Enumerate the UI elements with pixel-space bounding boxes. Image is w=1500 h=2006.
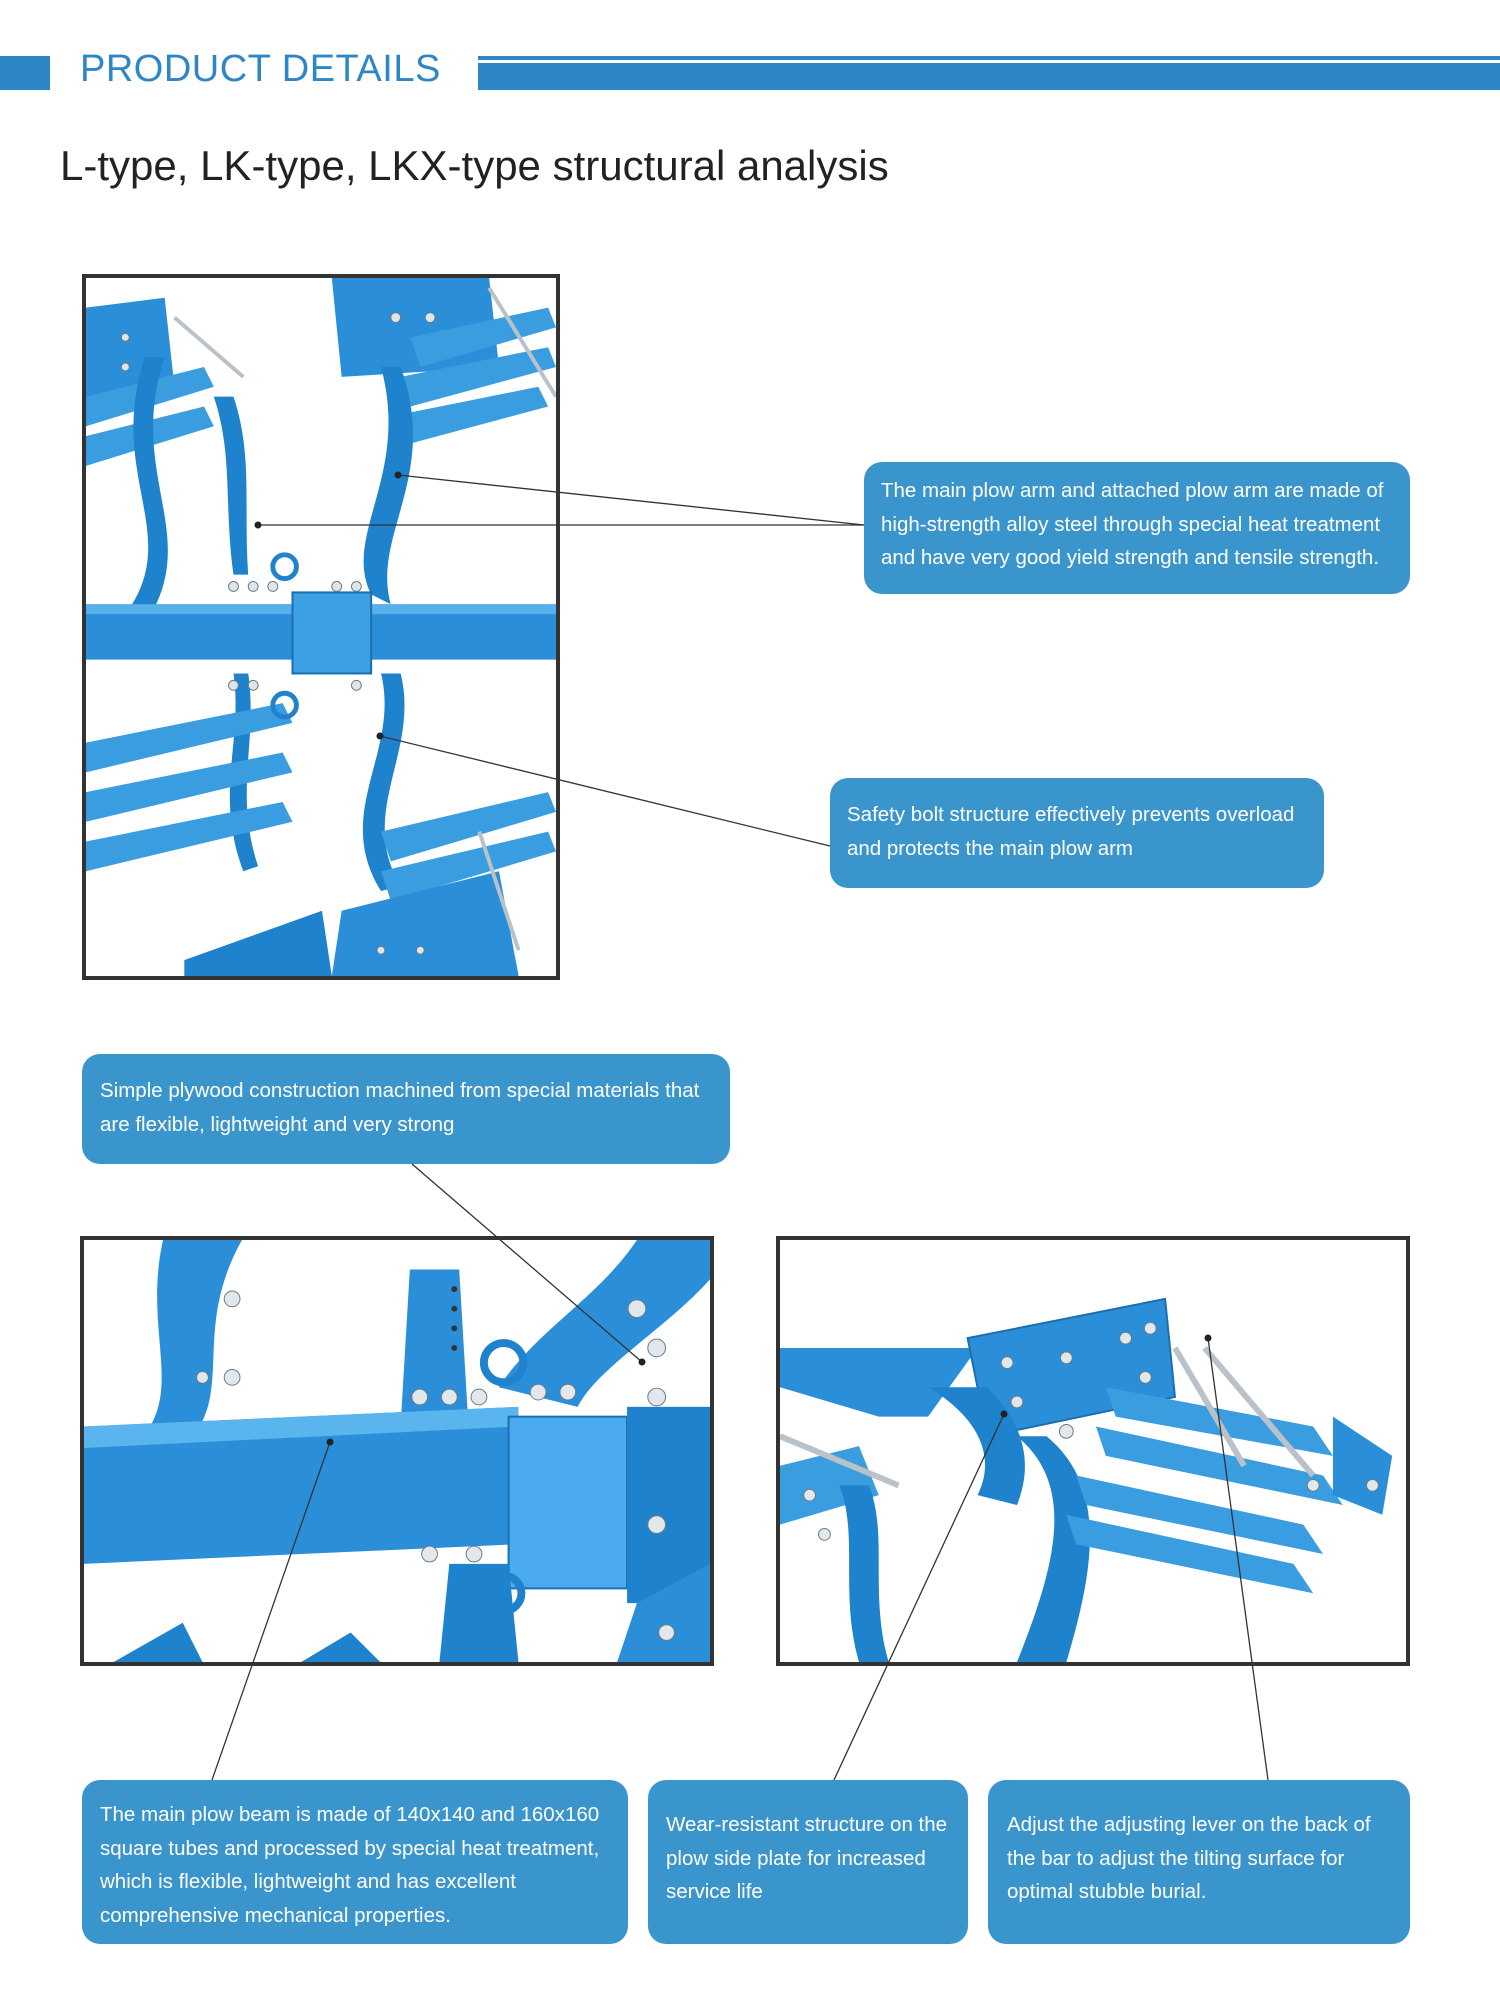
header-right-line: [478, 56, 1500, 60]
callout-safety-bolt-text: Safety bolt structure effectively preven…: [847, 803, 1295, 860]
callout-side-plate-text: Wear-resistant structure on the plow sid…: [666, 1813, 948, 1903]
callout-plow-arm: The main plow arm and attached plow arm …: [864, 462, 1410, 594]
header-right-bar: [478, 63, 1500, 90]
plow-structure-photo: [82, 274, 560, 980]
callout-side-plate: Wear-resistant structure on the plow sid…: [648, 1780, 968, 1944]
plow-beam-photo: [80, 1236, 714, 1666]
callout-safety-bolt: Safety bolt structure effectively preven…: [830, 778, 1324, 888]
callout-plow-arm-text: The main plow arm and attached plow arm …: [881, 479, 1384, 569]
page-subtitle: L-type, LK-type, LKX-type structural ana…: [60, 142, 889, 189]
callout-plywood-text: Simple plywood construction machined fro…: [100, 1079, 700, 1136]
callout-plywood: Simple plywood construction machined fro…: [82, 1054, 730, 1164]
callout-plow-beam: The main plow beam is made of 140x140 an…: [82, 1780, 628, 1944]
callout-plow-beam-text: The main plow beam is made of 140x140 an…: [100, 1803, 600, 1927]
callout-adjusting-lever-text: Adjust the adjusting lever on the back o…: [1007, 1813, 1371, 1903]
side-plate-illustration: [780, 1240, 1406, 1662]
header-left-bar: [0, 56, 50, 90]
section-title: PRODUCT DETAILS: [80, 48, 441, 90]
plow-structure-illustration: [86, 278, 556, 976]
callout-adjusting-lever: Adjust the adjusting lever on the back o…: [988, 1780, 1410, 1944]
header-top-line: [0, 56, 50, 60]
plow-beam-illustration: [84, 1240, 710, 1662]
side-plate-photo: [776, 1236, 1410, 1666]
